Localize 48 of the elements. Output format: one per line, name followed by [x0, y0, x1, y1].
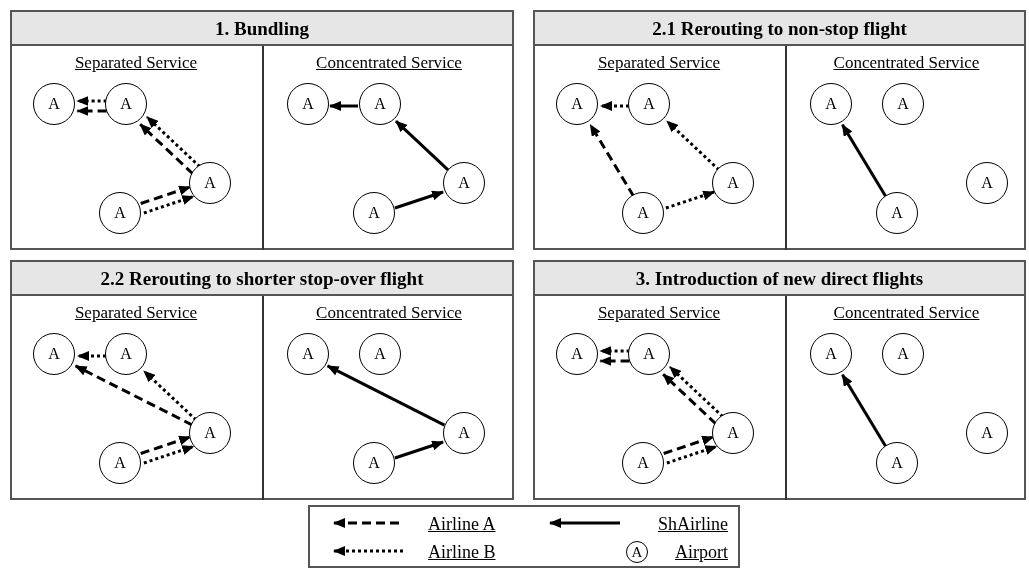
route-arrow	[326, 364, 446, 427]
legend-label: Airline B	[428, 543, 496, 561]
route-arrow	[599, 356, 630, 366]
route-arrow	[74, 364, 194, 427]
route-arrow	[140, 435, 192, 455]
route-arrow	[665, 190, 716, 210]
scenario-panel	[10, 10, 514, 250]
panel-title: 3. Introduction of new direct flights	[635, 268, 924, 288]
service-heading: Separated Service	[597, 52, 721, 74]
service-heading: Concentrated Service	[316, 302, 462, 324]
panel-title: 2.2 Rerouting to shorter stop-over flight	[100, 268, 424, 288]
panel-title: 2.1 Rerouting to non-stop flight	[652, 18, 907, 38]
scenario-panel	[533, 10, 1026, 250]
route-arrow	[668, 365, 724, 418]
route-arrow	[599, 346, 630, 356]
legend-label: Airport	[675, 543, 728, 561]
route-arrow	[394, 190, 445, 210]
route-arrow	[77, 351, 106, 361]
panel-title: 1. Bundling	[215, 18, 309, 38]
route-arrow	[142, 370, 198, 421]
route-arrow	[841, 373, 887, 447]
route-arrow	[76, 106, 107, 116]
route-arrow	[663, 435, 715, 455]
scenario-panel	[10, 260, 514, 500]
route-arrow	[600, 101, 629, 111]
service-heading: Concentrated Service	[833, 52, 980, 74]
route-arrow	[394, 120, 450, 171]
route-arrow	[76, 96, 107, 106]
route-arrow	[841, 123, 887, 197]
route-arrow	[665, 120, 721, 171]
route-arrow	[394, 440, 445, 460]
scenario-panel	[533, 260, 1026, 500]
route-arrow	[143, 445, 195, 465]
service-heading: Concentrated Service	[833, 302, 980, 324]
route-arrow	[139, 123, 195, 176]
route-arrow	[143, 195, 195, 215]
route-arrow	[662, 373, 718, 426]
route-arrow	[329, 101, 358, 111]
route-arrow	[666, 445, 718, 465]
legend-label: Airline A	[428, 515, 496, 533]
route-arrow	[145, 115, 201, 168]
service-heading: Separated Service	[74, 302, 198, 324]
service-heading: Concentrated Service	[316, 52, 462, 74]
route-arrow	[140, 185, 192, 205]
legend-label: ShAirline	[658, 515, 728, 533]
service-heading: Separated Service	[74, 52, 198, 74]
service-heading: Separated Service	[597, 302, 721, 324]
route-arrow	[589, 123, 635, 197]
